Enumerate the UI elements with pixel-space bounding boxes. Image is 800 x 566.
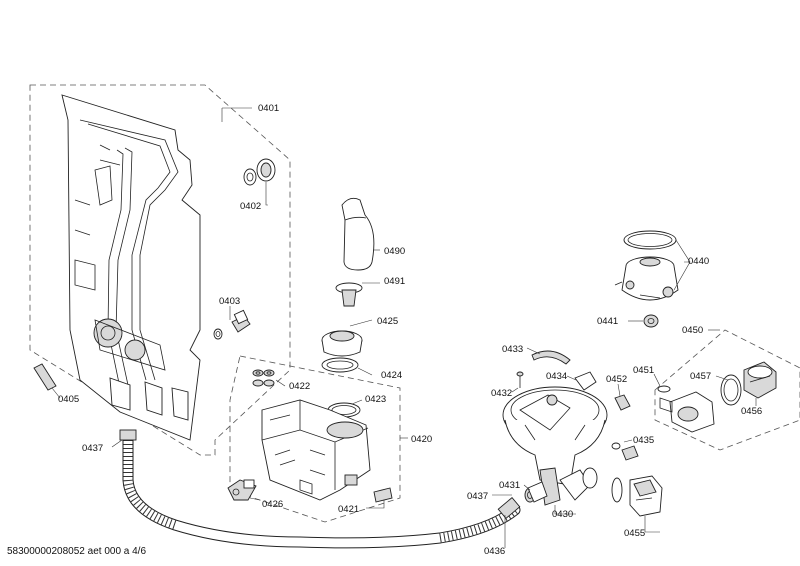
heater-ring-0440[interactable]: [623, 230, 677, 250]
ring-0451[interactable]: [657, 385, 671, 393]
label-0440: 0440: [688, 256, 709, 267]
clip-0421[interactable]: [373, 487, 393, 503]
leader-0422: [275, 379, 286, 387]
leader-0455: [644, 516, 660, 533]
label-0435: 0435: [633, 435, 654, 446]
salt-cap-0425[interactable]: [321, 330, 363, 357]
seal-0457[interactable]: [720, 374, 742, 406]
leader-0424: [357, 367, 373, 376]
drain-pump-0455[interactable]: [611, 475, 663, 517]
leader-0434: [566, 375, 577, 381]
label-0457: 0457: [690, 371, 711, 382]
label-0491: 0491: [384, 276, 405, 287]
leader-0437a: [111, 439, 123, 448]
bracket-0452[interactable]: [614, 394, 631, 411]
label-0433: 0433: [502, 344, 523, 355]
group-boundary-0450: [654, 329, 800, 451]
label-0423: 0423: [365, 394, 386, 405]
leader-0431: [523, 484, 531, 491]
heater-pump-0440[interactable]: [614, 256, 679, 301]
label-0451: 0451: [633, 365, 654, 376]
document-code: 58300000208052 aet 000 a 4/6: [7, 546, 146, 557]
side-panel-0401[interactable]: [61, 94, 201, 441]
leader-0423: [351, 399, 363, 405]
label-0426: 0426: [262, 499, 283, 510]
label-0432: 0432: [491, 388, 512, 399]
leader-0430: [554, 505, 576, 515]
flap-0434[interactable]: [574, 371, 597, 391]
label-0441: 0441: [597, 316, 618, 327]
label-0450: 0450: [682, 325, 703, 336]
adapter-0431[interactable]: [527, 481, 548, 503]
leader-0421: [366, 500, 385, 509]
leader-0452: [617, 383, 621, 397]
leader-0425: [349, 319, 373, 327]
label-0434: 0434: [546, 371, 567, 382]
leader-0432: [511, 387, 519, 393]
leader-0433: [526, 347, 541, 355]
label-0401: 0401: [258, 103, 279, 114]
label-0421: 0421: [338, 504, 359, 515]
label-0420: 0420: [411, 434, 432, 445]
label-0405: 0405: [58, 394, 79, 405]
grommet-0402[interactable]: [243, 158, 276, 186]
leader-0440: [673, 239, 691, 291]
strip-0433[interactable]: [531, 350, 571, 365]
clip-0405[interactable]: [33, 363, 57, 391]
label-0402: 0402: [240, 201, 261, 212]
label-0437b: 0437: [467, 491, 488, 502]
label-0456: 0456: [741, 406, 762, 417]
valve-0426[interactable]: [227, 479, 257, 501]
label-0425: 0425: [377, 316, 398, 327]
label-0452: 0452: [606, 374, 627, 385]
label-0431: 0431: [499, 480, 520, 491]
leader-0426: [249, 497, 261, 501]
label-0403: 0403: [219, 296, 240, 307]
label-0490: 0490: [384, 246, 405, 257]
leader-0457: [715, 375, 729, 381]
leader-0405: [51, 387, 61, 399]
motor-0456[interactable]: [743, 361, 777, 399]
funnel-0490[interactable]: [341, 197, 375, 271]
cap-0441[interactable]: [643, 314, 659, 328]
label-0455: 0455: [624, 528, 645, 539]
leader-0435: [623, 439, 633, 443]
label-0436: 0436: [484, 546, 505, 557]
label-0424: 0424: [381, 370, 402, 381]
circulation-pump-0450[interactable]: [659, 391, 715, 433]
connector-0403[interactable]: [213, 309, 251, 340]
drain-hose-0436[interactable]: [119, 429, 521, 549]
label-0422: 0422: [289, 381, 310, 392]
leader-0402: [265, 182, 268, 206]
screw-0432[interactable]: [516, 371, 524, 388]
seals-0422[interactable]: [252, 369, 275, 387]
group-boundary-0420: [229, 355, 401, 523]
label-0437a: 0437: [82, 443, 103, 454]
cap-0491[interactable]: [335, 282, 363, 307]
sensor-0435[interactable]: [611, 442, 639, 461]
leader-0451: [653, 373, 661, 387]
seal-ring-0424[interactable]: [321, 357, 359, 373]
label-0430: 0430: [552, 509, 573, 520]
leader-0401: [221, 107, 252, 122]
water-softener-0420[interactable]: [261, 399, 371, 501]
